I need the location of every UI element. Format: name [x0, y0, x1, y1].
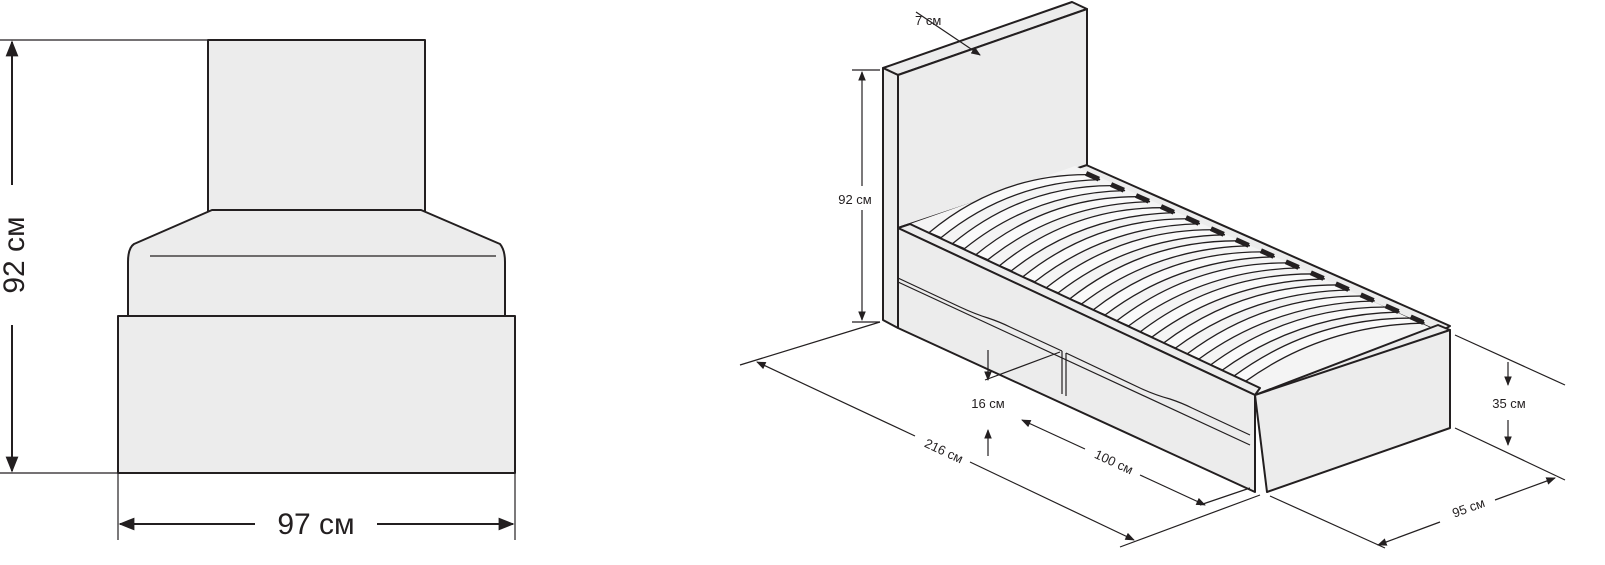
- iso-width-label: 95 см: [1450, 495, 1487, 521]
- iso-drawer-length-label: 100 см: [1092, 447, 1135, 478]
- slat: [927, 173, 1101, 239]
- iso-view: 7 см 92 см 16 см 216 см 100 см 35 см 95 …: [739, 1, 1566, 549]
- slat: [1091, 251, 1276, 316]
- iso-drawer-height-label: 16 см: [971, 396, 1005, 411]
- front-headboard: [207, 39, 426, 215]
- slat-holder: [1384, 303, 1400, 314]
- drawer-2: [1065, 352, 1251, 436]
- side-panel: [897, 227, 1256, 493]
- slat-holder: [1110, 182, 1125, 193]
- slat: [1115, 262, 1300, 327]
- slat-holder: [1309, 270, 1325, 281]
- slat-holder: [1334, 281, 1350, 292]
- headboard-side: [882, 67, 899, 329]
- slat-holder: [1085, 171, 1100, 182]
- iso-length-label: 216 см: [922, 436, 965, 467]
- slat: [1185, 295, 1375, 360]
- slat: [1138, 273, 1325, 338]
- front-base: [117, 315, 516, 474]
- slat-holder: [1135, 193, 1150, 204]
- front-height-label: 92 см: [0, 216, 31, 293]
- slat: [974, 196, 1151, 261]
- slat-holder: [1259, 248, 1275, 259]
- slat: [1209, 306, 1400, 371]
- slat-holder: [1209, 226, 1225, 237]
- slat: [1045, 229, 1226, 294]
- slat-holder: [1284, 259, 1300, 270]
- front-mattress: [127, 209, 506, 317]
- slat: [951, 185, 1126, 250]
- iso-thickness-label: 7 см: [915, 13, 941, 28]
- front-width-label: 97 см: [277, 508, 354, 541]
- slat: [1162, 284, 1350, 349]
- slat-holder: [1409, 314, 1425, 325]
- iso-height-label: 92 см: [838, 192, 872, 207]
- iso-base-height-label: 35 см: [1492, 396, 1526, 411]
- slats: [910, 166, 1440, 392]
- slat-holder: [1234, 237, 1250, 248]
- slat-holder: [1184, 215, 1200, 226]
- slat: [998, 207, 1176, 272]
- slat: [1021, 218, 1201, 283]
- slat-holder: [1160, 204, 1175, 215]
- headboard-front: [897, 8, 1088, 229]
- slat-holder: [1359, 292, 1375, 303]
- front-view: 92 см 97 см: [0, 39, 516, 541]
- foot-panel: [1254, 329, 1451, 493]
- slat: [1068, 240, 1251, 305]
